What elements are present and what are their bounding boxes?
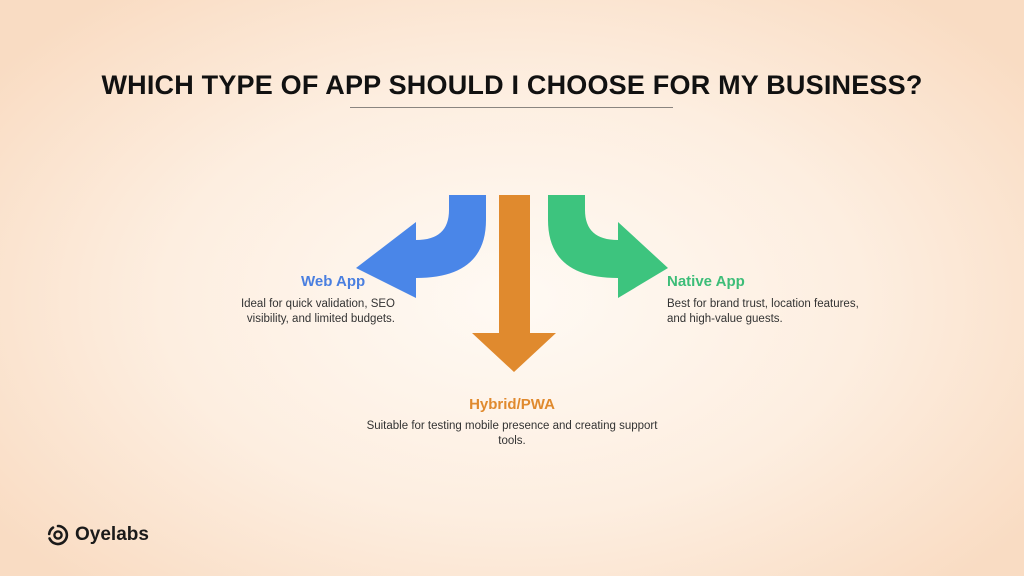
web-app-description: Ideal for quick validation, SEO visibili… <box>240 298 395 325</box>
native-app-arrow <box>548 195 668 298</box>
oyelabs-logo-icon <box>47 524 69 546</box>
hybrid-pwa-heading: Hybrid/PWA <box>469 396 555 413</box>
web-app-arrow <box>356 195 486 298</box>
page-title: WHICH TYPE OF APP SHOULD I CHOOSE FOR MY… <box>101 70 923 100</box>
hybrid-pwa-arrow <box>472 195 556 372</box>
hybrid-pwa-description: Suitable for testing mobile presence and… <box>366 420 658 447</box>
brand-name: Oyelabs <box>75 524 149 545</box>
native-app-description: Best for brand trust, location features,… <box>667 298 859 325</box>
title-divider <box>350 107 673 108</box>
web-app-heading: Web App <box>301 273 366 290</box>
native-app-heading: Native App <box>667 273 745 290</box>
brand-logo: Oyelabs <box>47 524 149 546</box>
